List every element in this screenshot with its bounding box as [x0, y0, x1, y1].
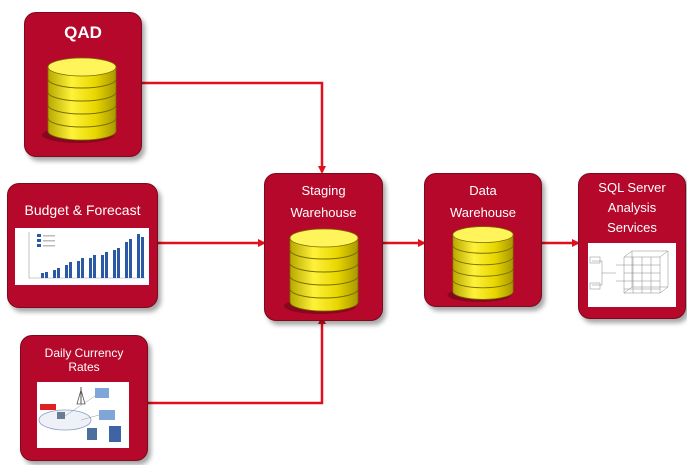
database-icon	[283, 228, 359, 315]
currency-rates-node: Daily Currency Rates	[20, 335, 148, 461]
qad-label: QAD	[64, 23, 102, 42]
staging-warehouse-label: Staging Warehouse	[290, 183, 357, 220]
currency-rates-label: Daily Currency Rates	[44, 346, 124, 374]
olap-cube-thumbnail	[588, 243, 676, 307]
qad-node: QAD	[24, 12, 142, 157]
bar-chart-thumbnail	[15, 228, 149, 285]
budget-forecast-node: Budget & Forecast	[7, 183, 158, 308]
network-diagram-thumbnail	[37, 382, 129, 448]
ssas-node: SQL Server Analysis Services	[578, 173, 686, 319]
ssas-label: SQL Server Analysis Services	[598, 180, 666, 235]
database-icon	[41, 57, 117, 144]
staging-warehouse-node: Staging Warehouse	[264, 173, 383, 321]
data-warehouse-label: Data Warehouse	[450, 183, 516, 220]
arrow-currency-to-staging	[146, 316, 326, 405]
database-icon	[447, 226, 514, 303]
arrow-qad-to-staging	[140, 81, 326, 174]
data-warehouse-node: Data Warehouse	[424, 173, 542, 307]
budget-forecast-label: Budget & Forecast	[24, 202, 141, 218]
